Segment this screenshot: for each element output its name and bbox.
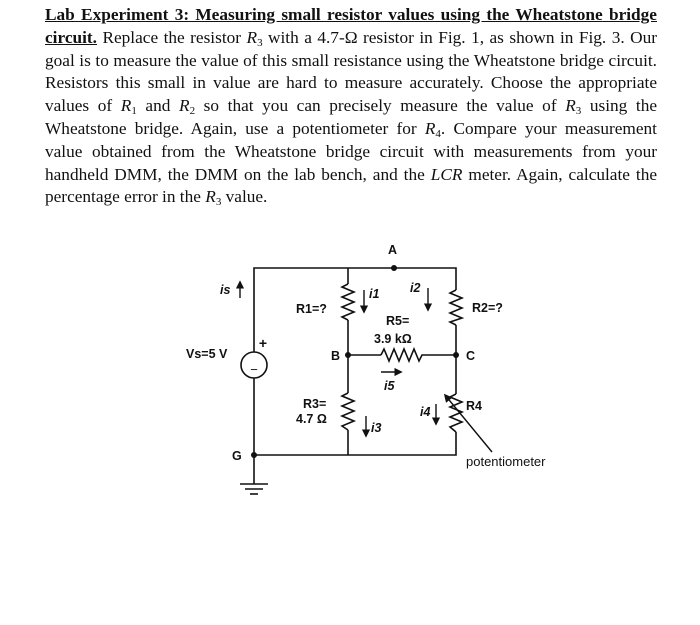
resistor-r3-zigzag bbox=[339, 392, 357, 431]
node-b-dot bbox=[345, 352, 351, 358]
lab-heading-line-2: bridge circuit. bbox=[45, 5, 657, 47]
node-g-dot bbox=[251, 452, 257, 458]
lab-heading: Lab Experiment 3: Measuring small resist… bbox=[45, 5, 657, 47]
text-segment: . Compare your measurement value obtaine… bbox=[45, 118, 657, 184]
voltage-source-symbol bbox=[240, 351, 268, 379]
resistor-r3-label-line2: 4.7 Ω bbox=[296, 412, 327, 426]
potentiometer-label: potentiometer bbox=[466, 454, 546, 469]
resistor-r3-label-line1: R3= bbox=[303, 397, 326, 411]
ground-symbol bbox=[240, 470, 268, 495]
circuit-wires bbox=[253, 267, 457, 470]
resistor-r5-zigzag bbox=[380, 346, 425, 364]
node-g-label: G bbox=[232, 449, 242, 463]
resistor-subscript: 1 bbox=[131, 105, 137, 118]
resistor-symbol-r1: R bbox=[120, 96, 132, 116]
source-plus-sign: + bbox=[259, 335, 267, 351]
source-voltage-label: Vs=5 V bbox=[186, 347, 228, 361]
resistor-symbol-r3: R bbox=[205, 187, 216, 207]
resistor-subscript: 3 bbox=[215, 196, 222, 209]
current-i1-label: i1 bbox=[369, 287, 379, 301]
resistor-r2-label: R2=? bbox=[472, 301, 503, 315]
text-segment: using the Wheatstone bridge. Again, use … bbox=[45, 96, 658, 138]
resistor-subscript: 2 bbox=[189, 105, 196, 118]
current-i4-label: i4 bbox=[420, 405, 430, 419]
current-i5-label: i5 bbox=[384, 379, 395, 393]
resistor-subscript: 3 bbox=[575, 105, 582, 118]
text-segment: meter. Again, calculate the percentage e… bbox=[45, 164, 657, 207]
resistor-symbol-r3: R bbox=[565, 96, 576, 116]
resistor-r1-label: R1=? bbox=[296, 302, 327, 316]
text-segment: so that you can precisely measure the va… bbox=[195, 96, 566, 116]
lcr-meter-term: LCR bbox=[430, 164, 463, 184]
resistor-r1-zigzag bbox=[339, 283, 357, 321]
text-segment: and bbox=[136, 96, 179, 116]
resistor-symbol-r4: R bbox=[424, 118, 436, 138]
node-c-dot bbox=[453, 352, 459, 358]
text-segment: value. bbox=[221, 187, 268, 207]
resistor-subscript: 3 bbox=[257, 36, 263, 49]
potentiometer-arrow bbox=[443, 393, 493, 453]
resistor-r4-label: R4 bbox=[466, 399, 482, 413]
text-segment: Replace the resistor bbox=[97, 27, 247, 47]
current-i2-label: i2 bbox=[410, 281, 420, 295]
resistor-symbol-r3: R bbox=[246, 27, 258, 47]
resistor-subscript: 4 bbox=[435, 127, 441, 140]
source-minus-sign: − bbox=[250, 362, 258, 377]
resistor-r2-zigzag bbox=[447, 289, 465, 326]
lab-heading-line-1: Lab Experiment 3: Measuring small resist… bbox=[45, 5, 603, 24]
current-is-label: is bbox=[220, 283, 230, 297]
node-c-label: C bbox=[466, 349, 475, 363]
node-a-label: A bbox=[388, 243, 397, 257]
resistor-symbol-r2: R bbox=[179, 96, 190, 116]
text-segment: with a 4.7-Ω resistor in Fig. 1, as show… bbox=[45, 27, 657, 116]
node-b-label: B bbox=[331, 349, 340, 363]
resistor-r5-label-line2: 3.9 kΩ bbox=[374, 332, 412, 346]
node-a-dot bbox=[391, 265, 397, 271]
resistor-r5-label-line1: R5= bbox=[386, 314, 409, 328]
current-i3-label: i3 bbox=[371, 421, 381, 435]
resistor-r4-zigzag bbox=[447, 393, 465, 433]
lab-instructions-paragraph: Lab Experiment 3: Measuring small resist… bbox=[45, 4, 657, 209]
